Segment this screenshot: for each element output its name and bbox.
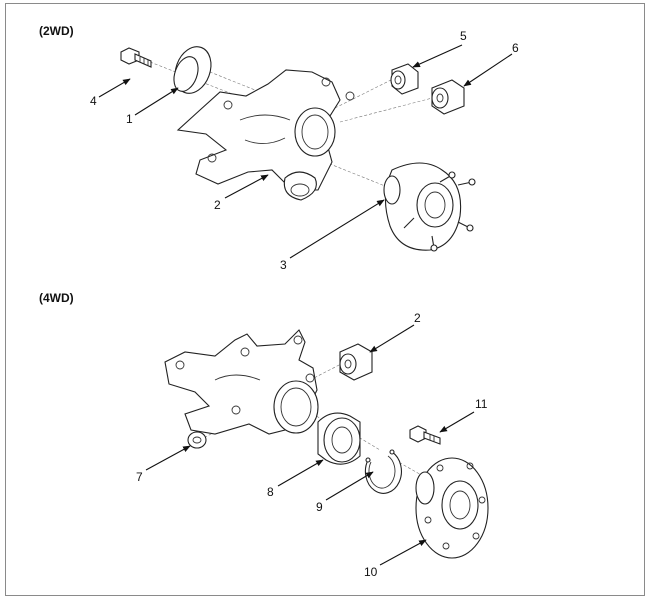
snap-ring-part-9 [364, 449, 402, 494]
leader-7 [145, 445, 191, 471]
callout-2: 2 [214, 198, 221, 212]
section-label-4wd: (4WD) [39, 291, 74, 305]
leader-2 [224, 174, 269, 199]
callout-6: 6 [512, 41, 519, 55]
wheel-bearing-part-8 [317, 412, 361, 465]
callout-7: 7 [136, 470, 143, 484]
callout-8: 8 [267, 485, 274, 499]
leader-3 [289, 199, 385, 259]
bushing-part-6 [431, 79, 465, 115]
leader-6 [463, 53, 513, 87]
bolt-part-4 [120, 47, 152, 68]
leader-4 [98, 78, 131, 98]
callout-1: 1 [126, 112, 133, 126]
bushing-part-5 [390, 63, 419, 95]
callout-3: 3 [280, 258, 287, 272]
leader-8 [277, 459, 324, 487]
assembly-4wd: 2 7 8 9 10 11 [136, 311, 489, 579]
leader-9 [325, 471, 374, 501]
bolt-part-11 [409, 425, 441, 445]
leader-2-4wd [369, 324, 415, 353]
leader-5 [412, 44, 463, 68]
assembly-2wd: 4 1 5 6 2 3 [90, 29, 519, 272]
callout-4: 4 [90, 94, 97, 108]
section-label-2wd: (2WD) [39, 24, 74, 38]
leader-1 [134, 87, 179, 116]
callout-5: 5 [460, 29, 467, 43]
knuckle-part-2 [176, 69, 355, 201]
hub-bearing-part-3 [383, 162, 476, 252]
callout-2-4wd: 2 [414, 311, 421, 325]
bushing-part-7 [187, 431, 207, 449]
callout-9: 9 [316, 500, 323, 514]
knuckle-part-4wd [164, 329, 319, 435]
leader-11 [439, 411, 475, 433]
hub-part-10 [415, 457, 489, 559]
dust-cap-part-1 [173, 46, 212, 94]
callout-11: 11 [475, 397, 488, 411]
callout-10: 10 [364, 565, 378, 579]
leader-10 [379, 539, 427, 566]
diagram-frame [5, 3, 645, 596]
bushing-part-2-4wd [339, 343, 373, 381]
